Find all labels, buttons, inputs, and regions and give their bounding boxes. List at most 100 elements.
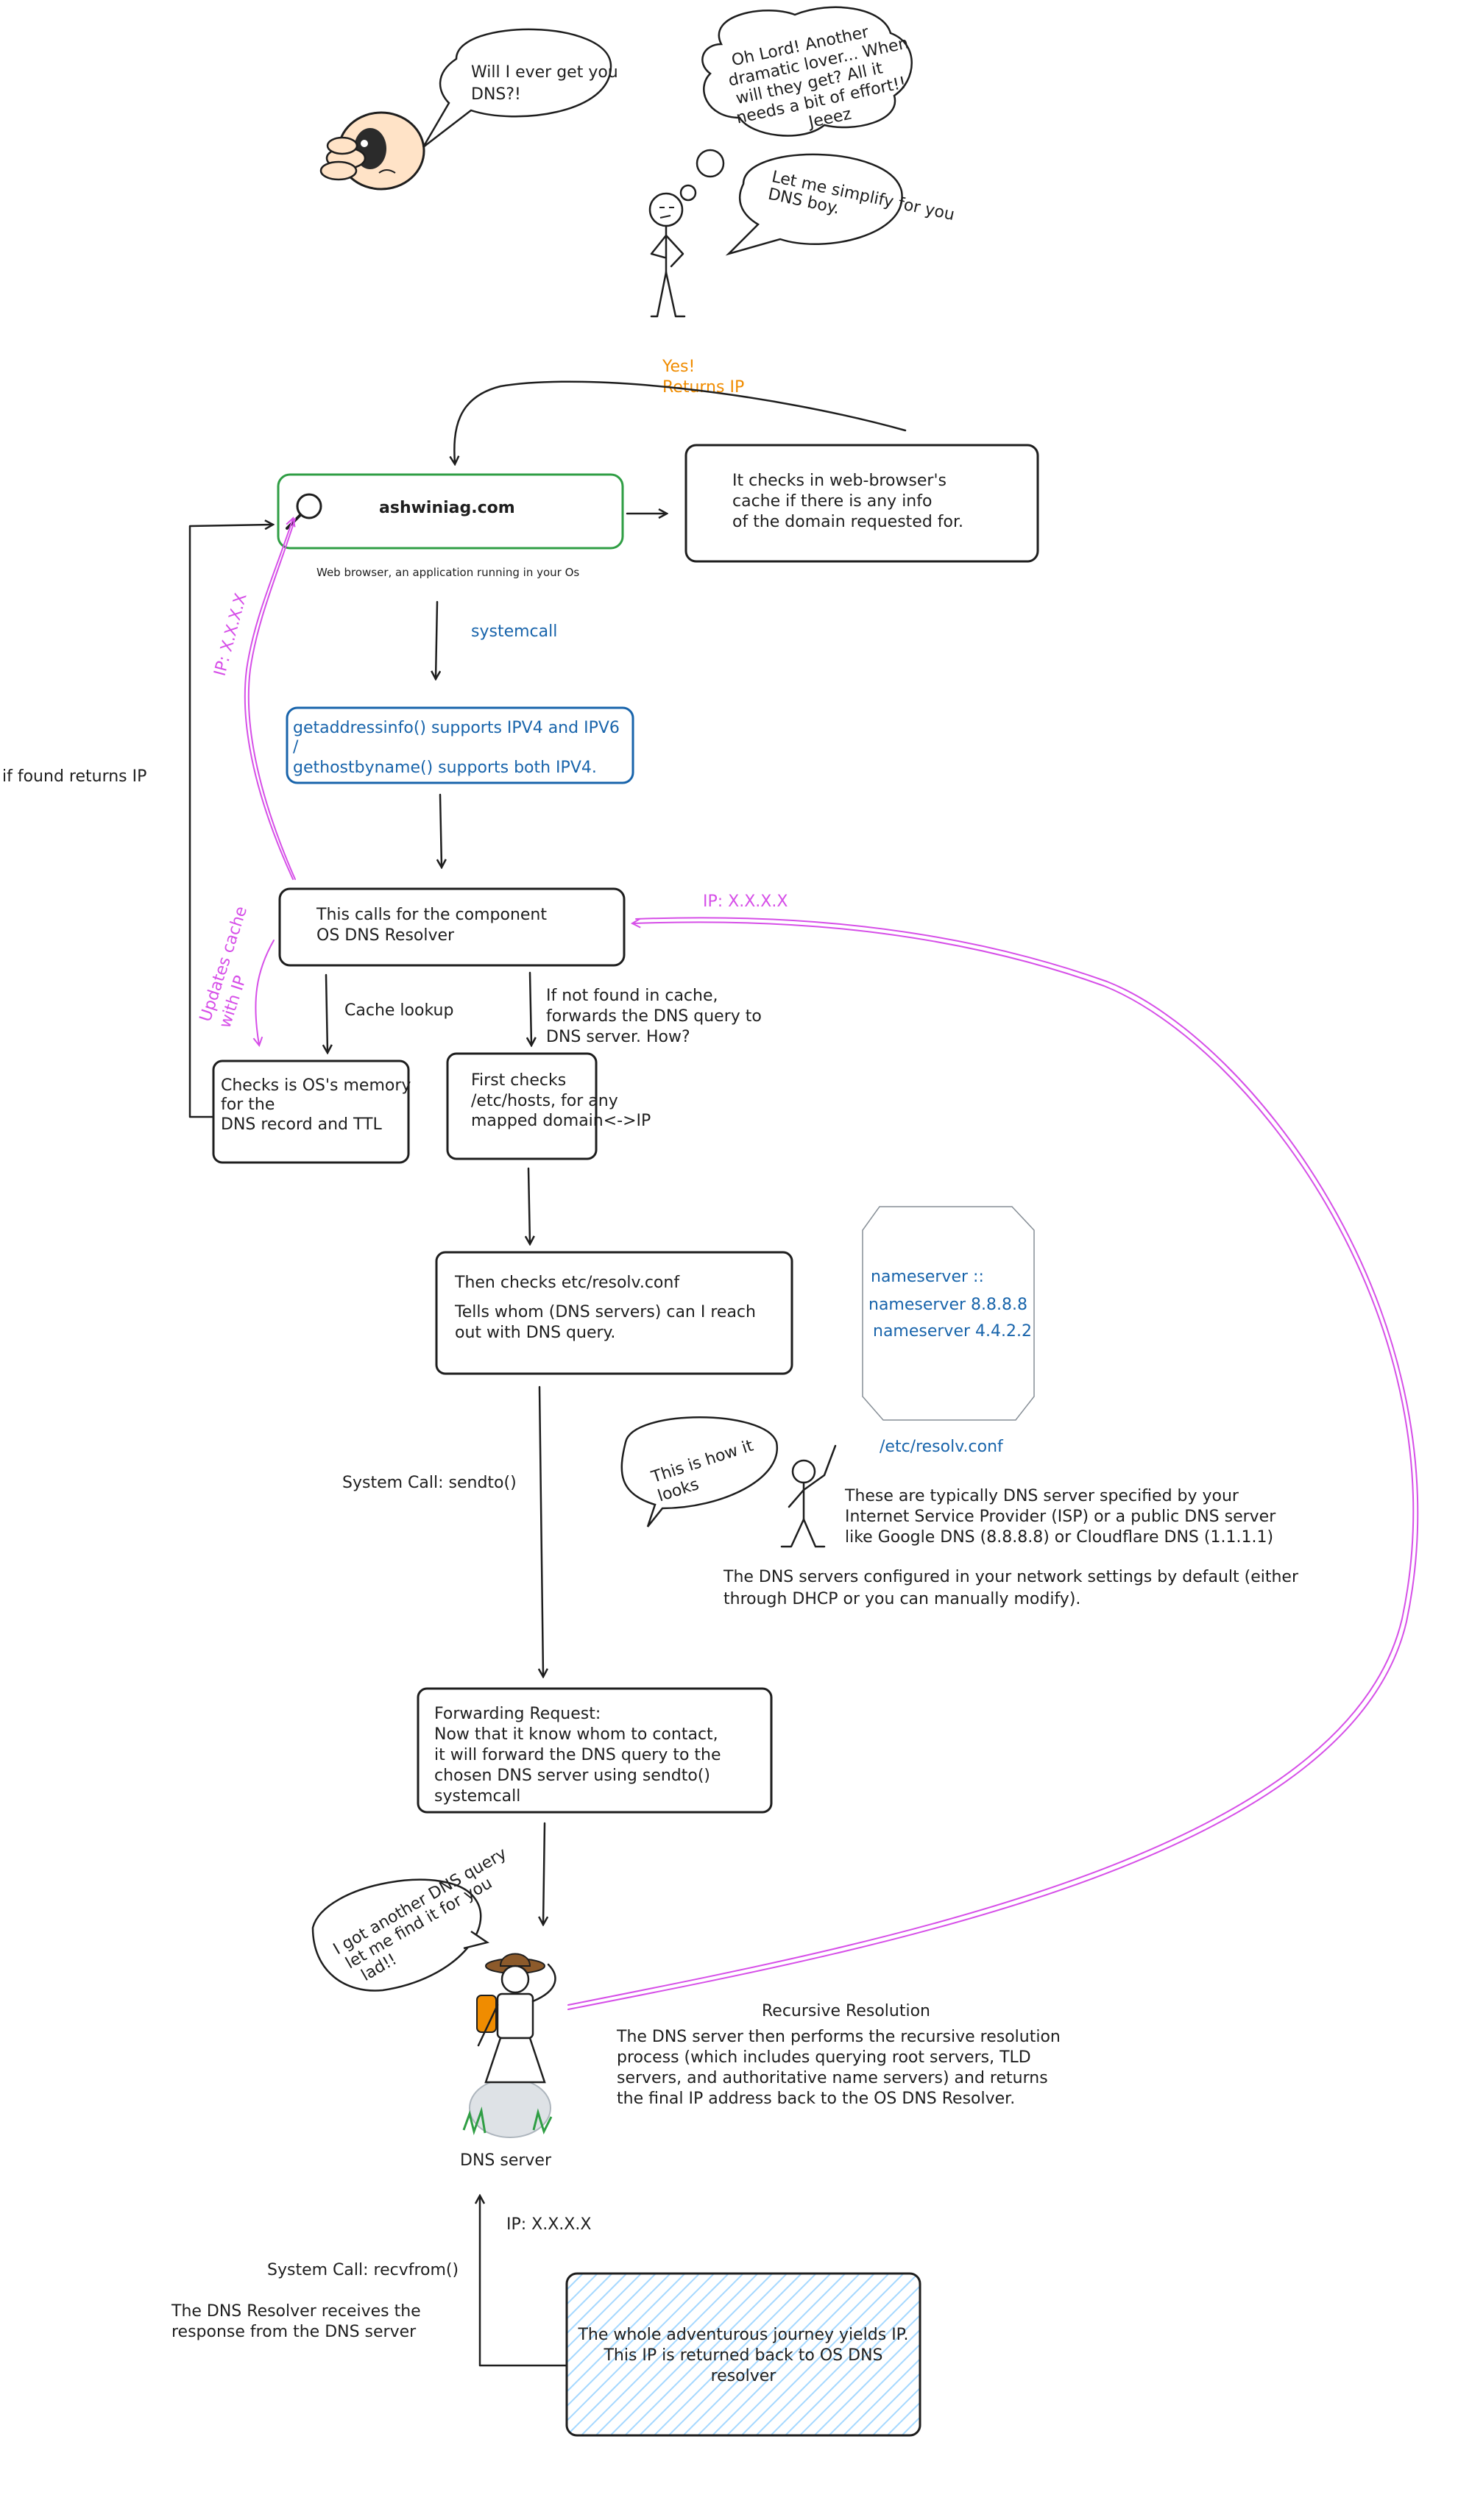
ip-return-arrow-pink xyxy=(244,519,293,880)
sendto-arrow xyxy=(539,1385,543,1676)
not-found-label: If not found in cache, forwards the DNS … xyxy=(546,987,762,1046)
svg-text:through DHCP or you can manual: through DHCP or you can manually modify)… xyxy=(723,1590,1080,1608)
recvfrom-label: System Call: recvfrom() xyxy=(267,2261,459,2279)
pointing-figure-icon xyxy=(780,1444,837,1548)
journey-line-3: resolver xyxy=(711,2367,777,2385)
resolver-line-1: This calls for the component xyxy=(316,906,547,924)
os-memory-line-2: for the xyxy=(221,1096,275,1114)
os-memory-line-3: DNS record and TTL xyxy=(221,1115,382,1134)
cache-hit-arrow xyxy=(454,380,907,464)
nameserver-line-2: nameserver 8.8.8.8 xyxy=(868,1296,1027,1314)
address-bar[interactable]: ashwiniag.com xyxy=(277,473,624,550)
svg-text:servers, and authoritative nam: servers, and authoritative name servers)… xyxy=(617,2069,1048,2087)
updates-cache-label: Updates cache with IP xyxy=(197,904,251,1031)
cache-lookup-arrow xyxy=(326,973,328,1052)
ip-return-arrow-pink-2 xyxy=(247,518,296,880)
svg-text:The DNS servers configured in: The DNS servers configured in your netwo… xyxy=(723,1568,1299,1586)
browser-cache-line-2: cache if there is any info xyxy=(732,492,932,511)
simplify-speech-bubble: Let me simplify for you DNS boy. xyxy=(725,153,956,256)
recursive-title: Recursive Resolution xyxy=(762,2002,930,2020)
sendto-label: System Call: sendto() xyxy=(342,1474,517,1492)
svg-text:The DNS Resolver receives the: The DNS Resolver receives the xyxy=(171,2302,421,2321)
thought-bubble: Oh Lord! Another dramatic lover... When … xyxy=(679,6,913,202)
config-note: The DNS servers configured in your netwo… xyxy=(723,1568,1299,1608)
nameserver-line-1: nameserver :: xyxy=(871,1268,984,1286)
resolv-line-2: Tells whom (DNS servers) can I reach xyxy=(454,1303,756,1321)
etc-hosts-box: First checks /etc/hosts, for any mapped … xyxy=(446,1052,651,1160)
right-ip-label: IP: X.X.X.X xyxy=(703,892,788,911)
recvfrom-note: The DNS Resolver receives the response f… xyxy=(171,2302,421,2341)
systemcall-label: systemcall xyxy=(471,622,557,641)
resolv-line-1: Then checks etc/resolv.conf xyxy=(454,1274,680,1292)
journey-box: The whole adventurous journey yields IP.… xyxy=(565,2272,921,2437)
forward-line-5: systemcall xyxy=(434,1787,520,1806)
browser-caption: Web browser, an application running in y… xyxy=(316,566,579,579)
resolv-arrow xyxy=(528,1167,530,1243)
svg-text:the final IP address back to t: the final IP address back to the OS DNS … xyxy=(617,2090,1015,2108)
resolv-file-caption: /etc/resolv.conf xyxy=(880,1438,1004,1456)
isp-note: These are typically DNS server specified… xyxy=(844,1487,1276,1547)
svg-text:Will I ever get you: Will I ever get you xyxy=(471,63,618,82)
dns-user-speech-bubble: Will I ever get you DNS?! xyxy=(422,28,618,148)
resolver-line-2: OS DNS Resolver xyxy=(316,926,455,945)
svg-text:DNS?!: DNS?! xyxy=(471,85,521,104)
systemcall-arrow xyxy=(436,600,437,678)
syscall-box: getaddressinfo() supports IPV4 and IPV6 … xyxy=(286,706,634,784)
svg-text:Internet Service Provider (ISP: Internet Service Provider (ISP) or a pub… xyxy=(845,1508,1276,1526)
how-it-looks-bubble: This is how it looks xyxy=(620,1416,779,1527)
recursive-resolution-note: Recursive Resolution The DNS server then… xyxy=(616,2002,1061,2108)
hosts-line-1: First checks xyxy=(471,1071,566,1090)
os-memory-box: Checks is OS's memory for the DNS record… xyxy=(212,1060,411,1164)
svg-text:forwards the DNS query to: forwards the DNS query to xyxy=(546,1007,762,1026)
bottom-ip-label: IP: X.X.X.X xyxy=(506,2215,591,2234)
resolver-arrow xyxy=(440,793,442,867)
svg-text:If not found in cache,: If not found in cache, xyxy=(546,987,718,1005)
os-memory-line-1: Checks is OS's memory xyxy=(221,1076,411,1095)
browser-cache-line-1: It checks in web-browser's xyxy=(732,472,946,490)
journey-line-2: This IP is returned back to OS DNS xyxy=(603,2346,882,2365)
dns-user-line-2: DNS?! xyxy=(471,85,521,104)
left-ip-label: IP: X.X.X.X xyxy=(211,592,251,678)
found-return-arrow xyxy=(188,525,272,1118)
hosts-line-3: mapped domain<->IP xyxy=(471,1112,651,1130)
syscall-line-3: gethostbyname() supports both IPV4. xyxy=(293,759,597,777)
os-dns-resolver-box: This calls for the component OS DNS Reso… xyxy=(278,887,626,967)
forward-arrow xyxy=(530,971,531,1045)
to-dns-server-arrow xyxy=(543,1822,545,1924)
svg-text:process (which includes queryi: process (which includes querying root se… xyxy=(617,2048,1031,2067)
syscall-line-2: / xyxy=(293,738,299,756)
dns-server-label: DNS server xyxy=(460,2151,552,2170)
svg-text:like Google DNS (8.8.8.8) or C: like Google DNS (8.8.8.8) or Cloudflare … xyxy=(845,1528,1273,1547)
explorer-figure-icon xyxy=(462,1953,556,2138)
forward-line-2: Now that it know whom to contact, xyxy=(434,1725,718,1744)
stick-figure-icon xyxy=(648,192,686,318)
hosts-line-2: /etc/hosts, for any xyxy=(471,1092,618,1110)
update-cache-arrow xyxy=(255,940,275,1045)
recursive-return-arrow-2 xyxy=(567,917,1419,2010)
forwarding-request-box: Forwarding Request: Now that it know who… xyxy=(417,1687,773,1814)
resolv-file: nameserver :: nameserver 8.8.8.8 nameser… xyxy=(862,1206,1035,1421)
forward-line-4: chosen DNS server using sendto() xyxy=(434,1767,710,1785)
forward-line-1: Forwarding Request: xyxy=(434,1705,601,1723)
svg-text:The DNS server then performs t: The DNS server then performs the recursi… xyxy=(616,2028,1061,2046)
dns-user-line-1: Will I ever get you xyxy=(471,63,618,82)
crying-person-icon xyxy=(319,111,425,191)
browser-cache-line-3: of the domain requested for. xyxy=(732,513,963,531)
found-returns-label: if found returns IP xyxy=(2,767,146,786)
recursive-return-arrow xyxy=(567,922,1415,2006)
cache-lookup-label: Cache lookup xyxy=(344,1001,453,1020)
recvfrom-arrow xyxy=(480,2196,568,2367)
svg-text:These are typically DNS serve: These are typically DNS server specified… xyxy=(844,1487,1239,1505)
syscall-line-1: getaddressinfo() supports IPV4 and IPV6 xyxy=(293,719,620,737)
svg-text:DNS server. How?: DNS server. How? xyxy=(546,1028,690,1046)
domain-url: ashwiniag.com xyxy=(379,499,515,517)
journey-line-1: The whole adventurous journey yields IP. xyxy=(577,2326,908,2344)
resolv-line-3: out with DNS query. xyxy=(455,1324,615,1342)
nameserver-line-3: nameserver 4.4.2.2 xyxy=(873,1322,1032,1341)
svg-text:Yes!: Yes! xyxy=(662,358,695,376)
svg-text:response from the DNS server: response from the DNS server xyxy=(171,2323,417,2341)
forward-line-3: it will forward the DNS query to the xyxy=(434,1746,721,1764)
browser-cache-box: It checks in web-browser's cache if ther… xyxy=(684,444,1039,563)
resolv-conf-box: Then checks etc/resolv.conf Tells whom (… xyxy=(435,1251,793,1375)
